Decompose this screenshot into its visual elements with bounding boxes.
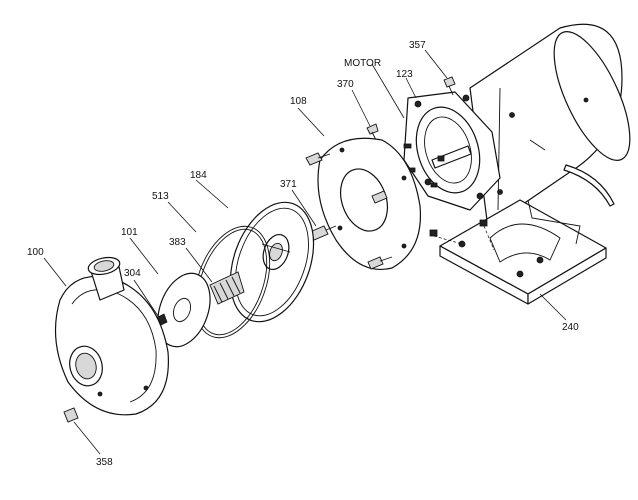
label-358: 358 [96,457,113,468]
mounting-strap [563,164,615,207]
bolt-357 [443,76,456,96]
label-513: 513 [152,191,169,202]
label-357: 357 [409,40,426,51]
label-383: 383 [169,237,186,248]
base-240 [429,199,607,305]
label-101: 101 [121,227,138,238]
seal-plate-184 [229,201,315,323]
bolt-370 [366,123,379,141]
label-123: 123 [396,69,413,80]
drain-plug-358 [63,407,79,423]
label-108: 108 [290,96,307,107]
motor [403,23,631,229]
label-304: 304 [124,268,141,279]
impeller-101 [157,272,211,348]
label-100: 100 [27,247,44,258]
pump-housing-100 [54,256,169,416]
seal-spring-383 [209,271,245,305]
backplate-108 [305,137,422,270]
o-ring-513-inner [196,228,268,336]
label-370: 370 [337,79,354,90]
label-184: 184 [190,170,207,181]
part-labels: 357 MOTOR 370 123 108 184 371 513 101 38… [27,40,579,468]
label-240: 240 [562,322,579,333]
label-motor: MOTOR [344,58,381,69]
label-371: 371 [280,179,297,190]
leader-lines [43,49,567,455]
o-ring-513 [193,225,271,339]
